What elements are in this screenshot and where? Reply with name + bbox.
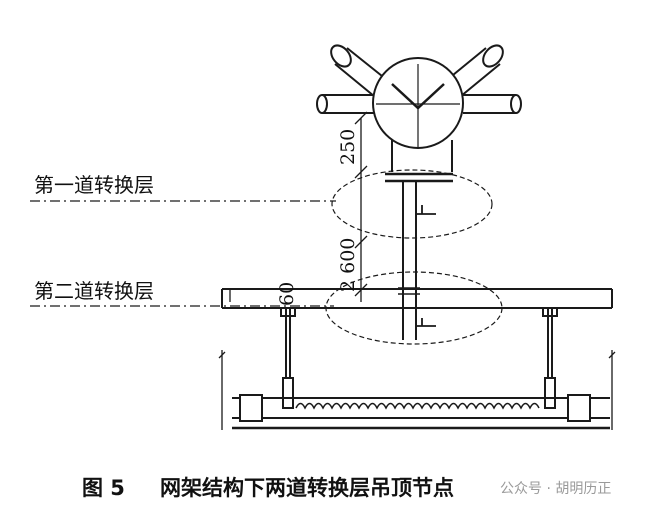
central-hanger bbox=[385, 172, 453, 340]
right-hanger-rod bbox=[547, 308, 553, 378]
ceiling-assembly bbox=[218, 350, 616, 430]
ceiling-main-keel bbox=[232, 397, 610, 419]
hanger-stem bbox=[391, 140, 453, 172]
right-hanger-clip bbox=[544, 377, 556, 409]
second-layer-label: 第二道转换层 bbox=[34, 279, 154, 303]
dimension-line bbox=[229, 111, 368, 302]
bolt-ball-joint bbox=[316, 44, 522, 172]
left-keel-connector bbox=[239, 394, 263, 422]
corrugated-ceiling-panel bbox=[295, 402, 540, 410]
dimension-250: 250 bbox=[337, 129, 359, 165]
figure-caption: 网架结构下两道转换层吊顶节点 bbox=[160, 476, 454, 500]
figure-number: 图 5 bbox=[82, 476, 125, 500]
dimension-60: 60 bbox=[276, 282, 298, 306]
first-layer-ellipse bbox=[331, 169, 493, 239]
right-keel-connector bbox=[567, 394, 591, 422]
dimension-2600: 2 600 bbox=[337, 238, 359, 292]
ceiling-hangers bbox=[280, 307, 558, 409]
first-layer-label: 第一道转换层 bbox=[34, 173, 154, 197]
right-horizontal-tube bbox=[463, 94, 516, 114]
first-layer-plate bbox=[385, 172, 453, 183]
left-hanger-clip bbox=[282, 377, 294, 409]
label-leaders bbox=[30, 200, 336, 307]
left-horizontal-tube bbox=[322, 94, 375, 114]
left-hanger-rod bbox=[285, 308, 291, 378]
vertical-channel bbox=[402, 181, 417, 340]
watermark: 公众号 · 胡明历正 bbox=[500, 481, 611, 497]
